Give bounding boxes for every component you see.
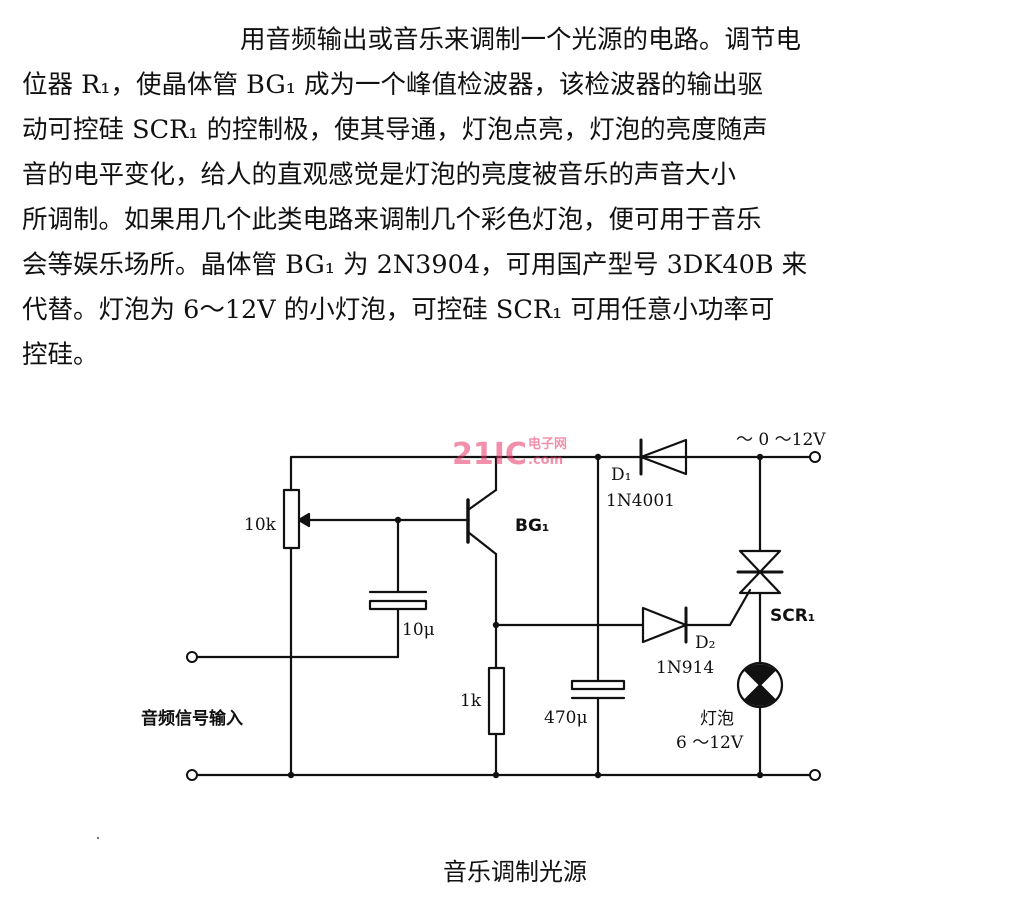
potentiometer-10k [282, 488, 301, 550]
junction-dot [492, 771, 500, 779]
junction-dot [394, 516, 402, 524]
supply-terminal-top [809, 451, 821, 463]
input-label: 音频信号输入 [141, 708, 243, 729]
r2-label: 1k [460, 691, 482, 711]
pot-label: 10k [244, 515, 277, 535]
d1-part-label: 1N4001 [606, 491, 675, 511]
scr-gate-wire [728, 588, 752, 627]
figure-caption: 音乐调制光源 [443, 858, 587, 886]
paragraph-line: 用音频输出或音乐来调制一个光源的电路。调节电 [240, 25, 802, 55]
description-paragraph: 用音频输出或音乐来调制一个光源的电路。调节电 位器 R₁，使晶体管 BG₁ 成为… [22, 18, 982, 378]
cap1-plate-bottom [368, 599, 428, 611]
paragraph-line: 控硅。 [22, 340, 99, 370]
cap2-plate-top [570, 679, 626, 691]
lamp-name-label: 灯泡 [700, 709, 734, 729]
scan-speck [97, 837, 99, 839]
paragraph-line: 所调制。如果用几个此类电路来调制几个彩色灯泡，便可用于音乐 [22, 205, 762, 235]
d2-part-label: 1N914 [656, 658, 714, 678]
d2-diode [641, 606, 688, 644]
paragraph-line: 音的电平变化，给人的直观感觉是灯泡的亮度被音乐的声音大小 [22, 160, 737, 190]
site-watermark: 21IC 电子网 .com [452, 436, 567, 472]
cap1-label: 10μ [402, 620, 435, 640]
watermark-logo: 21IC [452, 437, 527, 472]
paragraph-line: 会等娱乐场所。晶体管 BG₁ 为 2N3904，可用国产型号 3DK40B 来 [22, 250, 808, 280]
lamp-fill [745, 664, 775, 706]
paragraph-line: 动可控硅 SCR₁ 的控制极，使其导通，灯泡点亮，灯泡的亮度随声 [22, 115, 768, 145]
resistor-1k [487, 666, 506, 736]
watermark-cn: 电子网 [528, 436, 567, 452]
junction-dot [594, 453, 602, 461]
cap2-label: 470μ [544, 708, 588, 728]
paragraph-line: 代替。灯泡为 6～12V 的小灯泡，可控硅 SCR₁ 可用任意小功率可 [22, 295, 775, 325]
lamp-rating-label: 6 ～12V [676, 733, 744, 753]
junction-dot [492, 621, 500, 629]
supply-label: ～ 0 ～12V [736, 430, 826, 450]
paragraph-line: 位器 R₁，使晶体管 BG₁ 成为一个峰值检波器，该检波器的输出驱 [22, 70, 764, 100]
junction-dot [594, 771, 602, 779]
watermark-url: .com [528, 453, 563, 468]
d1-name-label: D₁ [611, 465, 631, 485]
supply-terminal-bottom [809, 769, 821, 781]
bg1-emitter [466, 530, 498, 556]
junction-dot [287, 771, 295, 779]
junction-dot [756, 453, 764, 461]
transistor-label: BG₁ [515, 516, 549, 536]
d1-diode [639, 438, 688, 476]
bg1-collector [466, 488, 498, 512]
junction-dot [756, 771, 764, 779]
scr-lower-triangle [738, 570, 782, 595]
scr-upper-triangle [738, 549, 782, 574]
input-terminal-top [186, 651, 198, 663]
input-terminal-bottom [186, 769, 198, 781]
pot-wiper-arrow [297, 512, 311, 528]
d2-name-label: D₂ [695, 633, 715, 653]
scr-label: SCR₁ [770, 606, 815, 626]
